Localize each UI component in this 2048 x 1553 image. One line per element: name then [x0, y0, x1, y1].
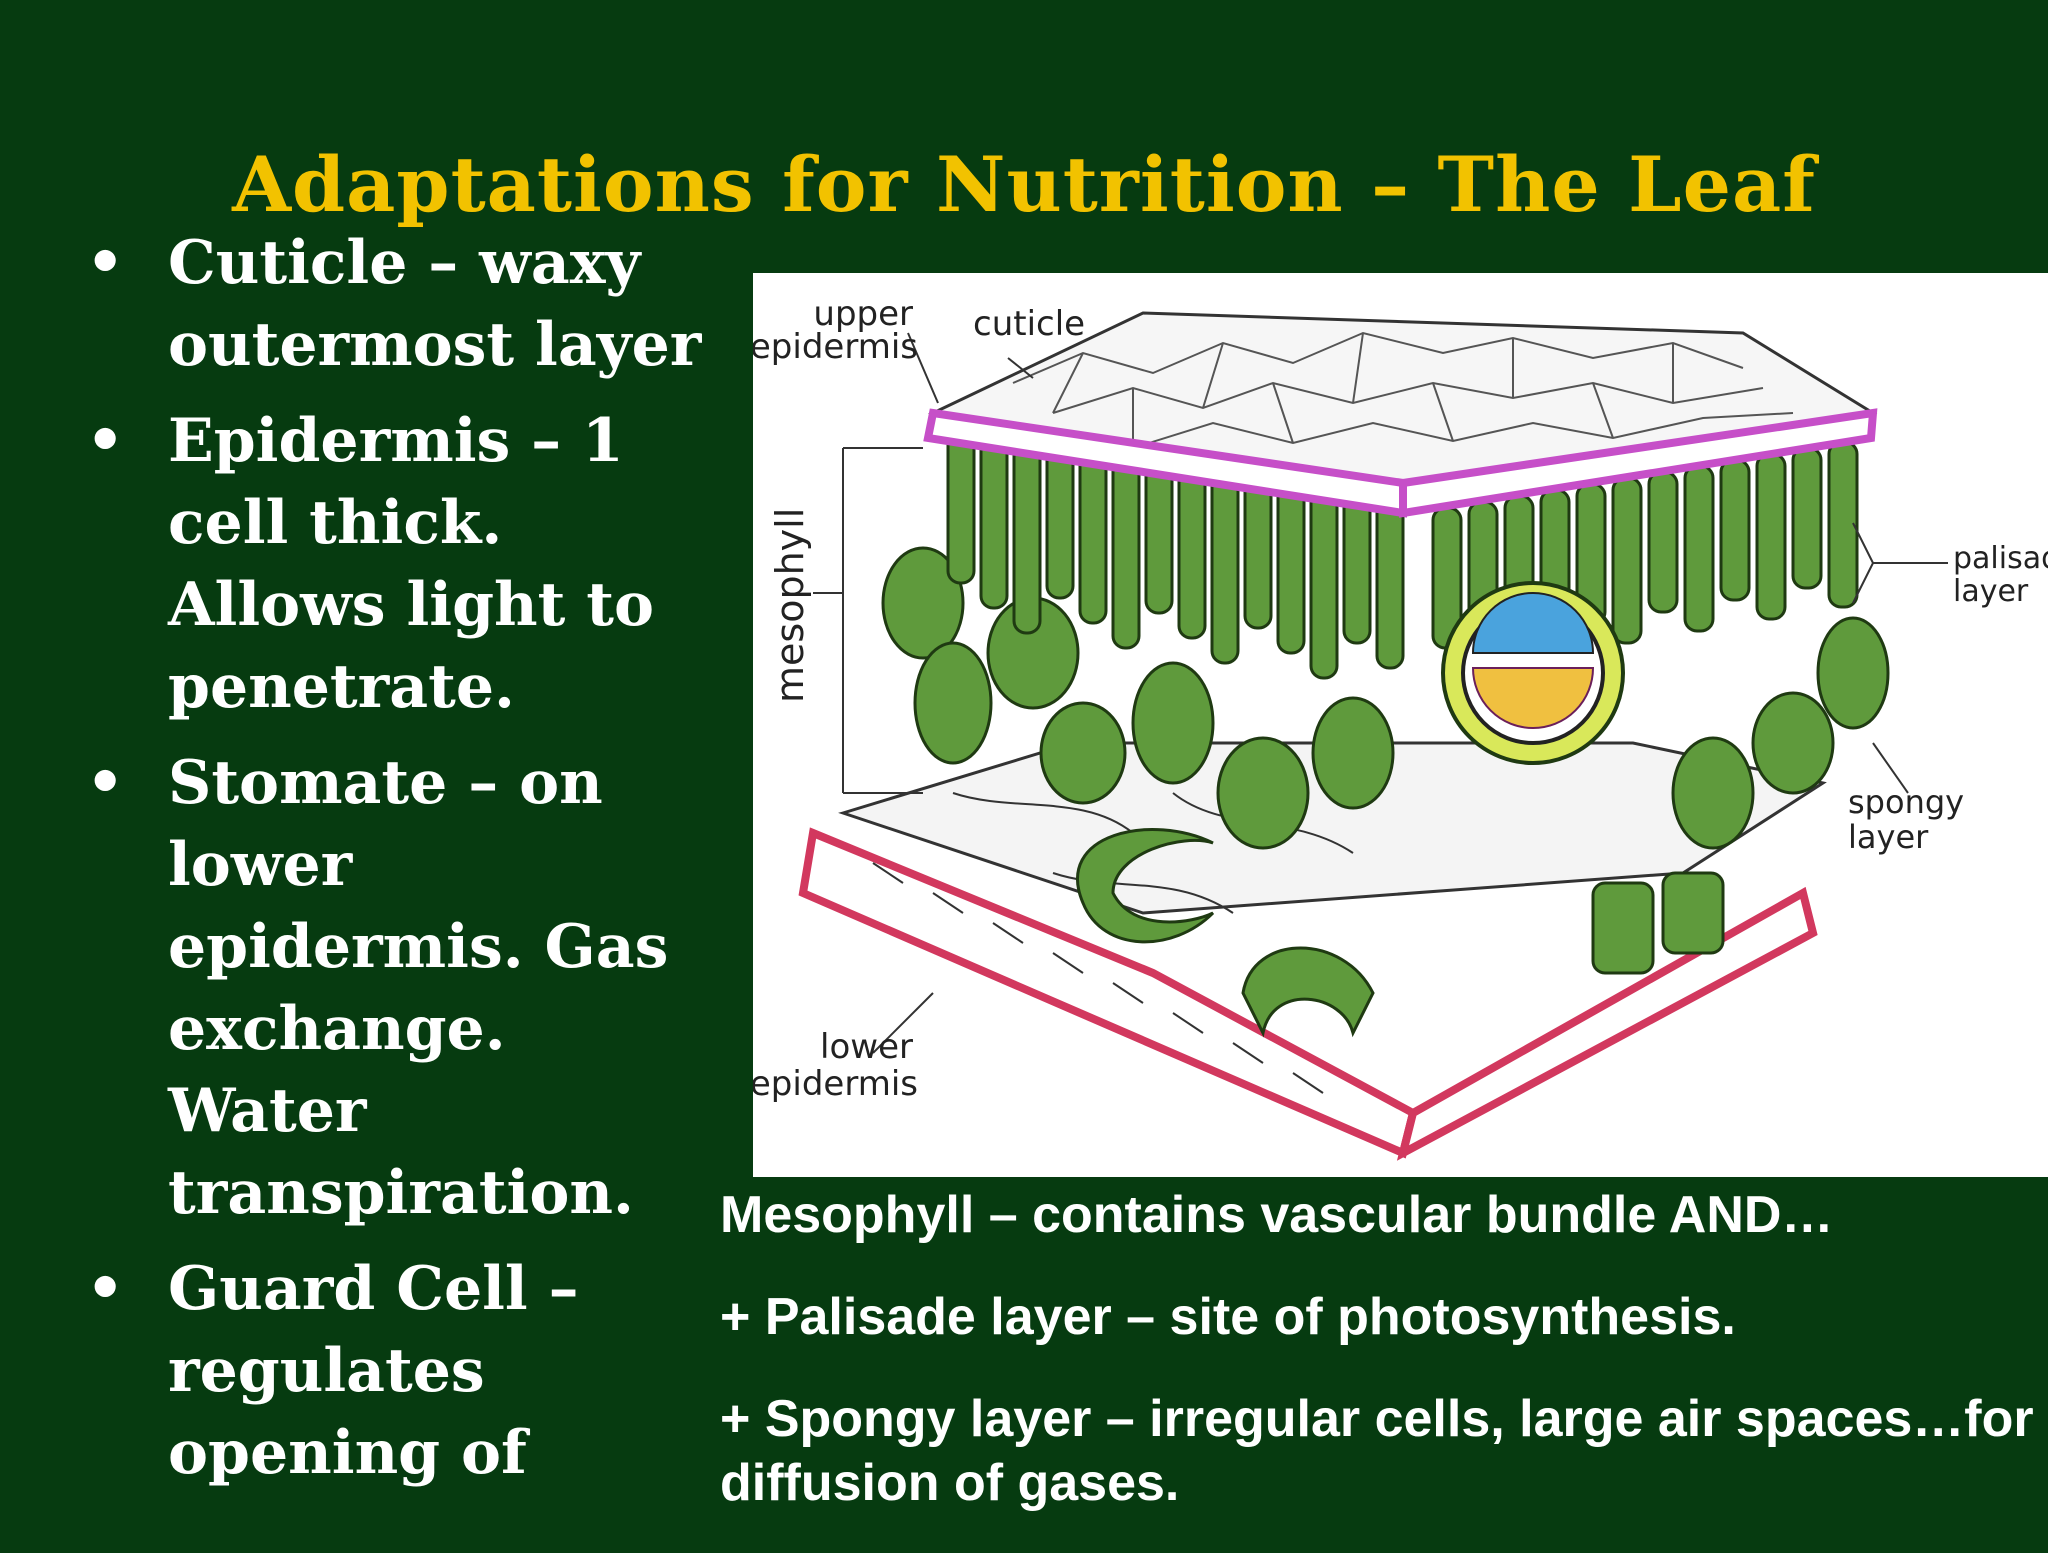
label-spongy-layer: layer [1848, 818, 1929, 856]
bullet-text: Guard Cell – regulates opening of [168, 1254, 579, 1488]
note-mesophyll: Mesophyll – contains vascular bundle AND… [720, 1186, 1834, 1244]
palisade-cell [1243, 476, 1273, 630]
bullet-text: Epidermis – 1 cell thick. Allows light t… [168, 406, 654, 722]
label-mesophyll: mesophyll [768, 508, 812, 703]
note-spongy: + Spongy layer – irregular cells, large … [720, 1390, 2034, 1512]
label-lower-epidermis: epidermis [753, 1064, 918, 1104]
label-upper-epidermis: epidermis [753, 327, 918, 367]
bullet-list: • Cuticle – waxy outermost layer • Epiderm… [86, 222, 706, 1508]
palisade-cell [1611, 476, 1643, 645]
guard-cells-shape [1076, 828, 1725, 1038]
leaf-diagram-svg: upper epidermis cuticle mesophyll palisa… [753, 294, 2048, 1161]
palisade-cell [1791, 446, 1823, 590]
bullet-dot: • [86, 406, 125, 476]
upper-epidermis-shape [923, 311, 1878, 518]
palisade-cell [1045, 446, 1075, 600]
palisade-cell [1177, 466, 1207, 640]
bullet-text: Cuticle – waxy outermost layer [168, 228, 702, 380]
palisade-cell [1719, 458, 1751, 602]
bullet-dot: • [86, 1254, 125, 1324]
bullet-stomate: • Stomate – on lower epidermis. Gas excha… [86, 742, 706, 1234]
label-lower: lower [820, 1027, 913, 1067]
label-spongy: spongy [1848, 783, 1964, 821]
palisade-cell [1309, 486, 1339, 680]
bullet-guard-cell: • Guard Cell – regulates opening of [86, 1248, 706, 1494]
vascular-bundle-shape [1441, 581, 1625, 765]
leaf-cross-section-diagram: upper epidermis cuticle mesophyll palisa… [753, 273, 2048, 1177]
bullet-epidermis: • Epidermis – 1 cell thick. Allows light … [86, 400, 706, 728]
leader-lines [813, 332, 1948, 1054]
spongy-cells-shape [881, 546, 1890, 850]
palisade-cell [1375, 496, 1405, 670]
bullet-cuticle: • Cuticle – waxy outermost layer [86, 222, 706, 386]
label-upper: upper [813, 294, 913, 334]
palisade-cell [1647, 470, 1679, 614]
palisade-cell [946, 431, 976, 585]
palisade-cell [1755, 452, 1787, 621]
palisade-cell [1144, 461, 1174, 615]
palisade-cell [1276, 481, 1306, 655]
bullet-dot: • [86, 228, 125, 298]
slide-title: Adaptations for Nutrition – The Leaf [232, 140, 1816, 229]
label-palisade: palisade [1953, 541, 2048, 576]
palisade-cell [1342, 491, 1372, 645]
note-palisade: + Palisade layer – site of photosynthesi… [720, 1288, 1736, 1346]
palisade-cell [979, 436, 1009, 610]
palisade-cell [1683, 464, 1715, 633]
label-palisade-layer: layer [1953, 574, 2029, 609]
palisade-cell [1078, 451, 1108, 625]
bullet-dot: • [86, 748, 125, 818]
palisade-cell [1210, 471, 1240, 665]
mesophyll-notes: Mesophyll – contains vascular bundle AND… [720, 1183, 2040, 1553]
palisade-cell [1111, 456, 1141, 650]
bullet-text: Stomate – on lower epidermis. Gas exchan… [168, 748, 669, 1228]
palisade-cell [1012, 441, 1042, 635]
label-cuticle: cuticle [973, 304, 1085, 344]
